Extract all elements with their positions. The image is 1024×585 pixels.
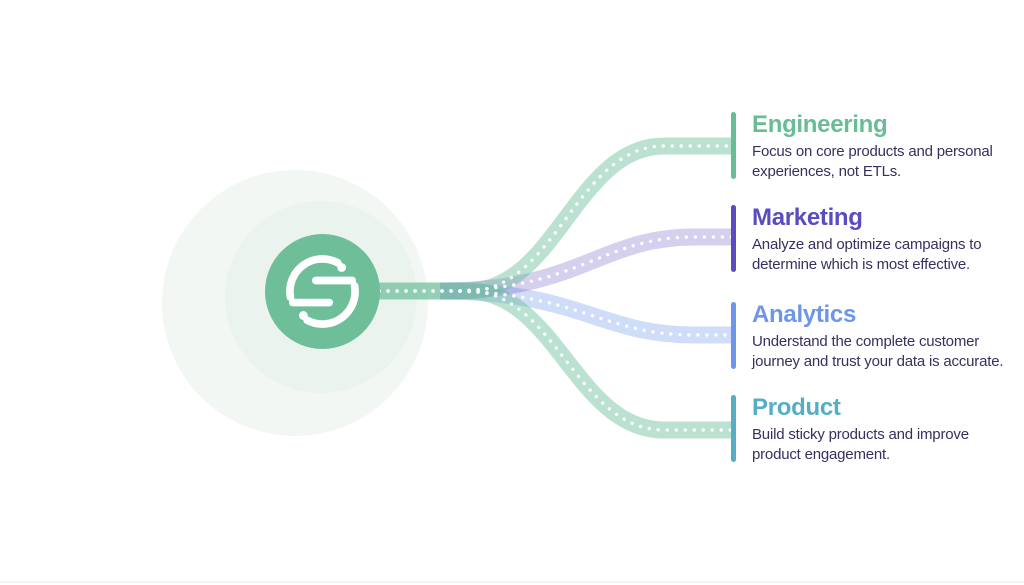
ribbon-dots-engineering bbox=[377, 144, 734, 293]
section-accent-bar bbox=[731, 395, 736, 462]
logo-bottom-arc bbox=[303, 282, 359, 328]
section-description: Focus on core products and personal expe… bbox=[752, 142, 993, 182]
section-description: Build sticky products and improve produc… bbox=[752, 425, 969, 465]
section-description-line1: Understand the complete customer bbox=[752, 333, 980, 350]
section-product: Product Build sticky products and improv… bbox=[731, 394, 969, 465]
section-description-line1: Analyze and optimize campaigns to bbox=[752, 236, 982, 253]
logo-top-arc bbox=[286, 255, 342, 301]
ribbon-analytics bbox=[439, 282, 732, 344]
section-description: Analyze and optimize campaigns to determ… bbox=[752, 235, 982, 275]
ribbon-dots-product bbox=[377, 289, 734, 432]
bottom-divider bbox=[0, 581, 1024, 583]
section-description-line1: Focus on core products and personal bbox=[752, 143, 993, 160]
section-engineering: Engineering Focus on core products and p… bbox=[731, 111, 993, 182]
segment-logo bbox=[265, 234, 380, 349]
section-accent-bar bbox=[731, 205, 736, 272]
logo-dot-bottom-left bbox=[298, 311, 308, 320]
section-title: Analytics bbox=[752, 301, 857, 328]
section-marketing: Marketing Analyze and optimize campaigns… bbox=[731, 204, 982, 275]
section-description-line2: product engagement. bbox=[752, 446, 890, 463]
section-accent-bar bbox=[731, 112, 736, 179]
section-accent-bar bbox=[731, 302, 736, 369]
sections-list: Engineering Focus on core products and p… bbox=[731, 0, 1021, 585]
segment-logo-icon bbox=[265, 234, 380, 349]
section-analytics: Analytics Understand the complete custom… bbox=[731, 301, 1004, 372]
section-title: Engineering bbox=[752, 111, 888, 138]
section-title: Marketing bbox=[752, 204, 863, 231]
logo-dot-top-right bbox=[337, 263, 347, 272]
section-title: Product bbox=[752, 394, 841, 421]
section-description-line2: journey and trust your data is accurate. bbox=[752, 353, 1004, 370]
ribbon-dots-marketing bbox=[438, 235, 734, 293]
section-description-line2: determine which is most effective. bbox=[752, 256, 971, 273]
section-description-line1: Build sticky products and improve bbox=[752, 426, 969, 443]
section-description: Understand the complete customer journey… bbox=[752, 332, 1004, 372]
section-description-line2: experiences, not ETLs. bbox=[752, 163, 902, 180]
